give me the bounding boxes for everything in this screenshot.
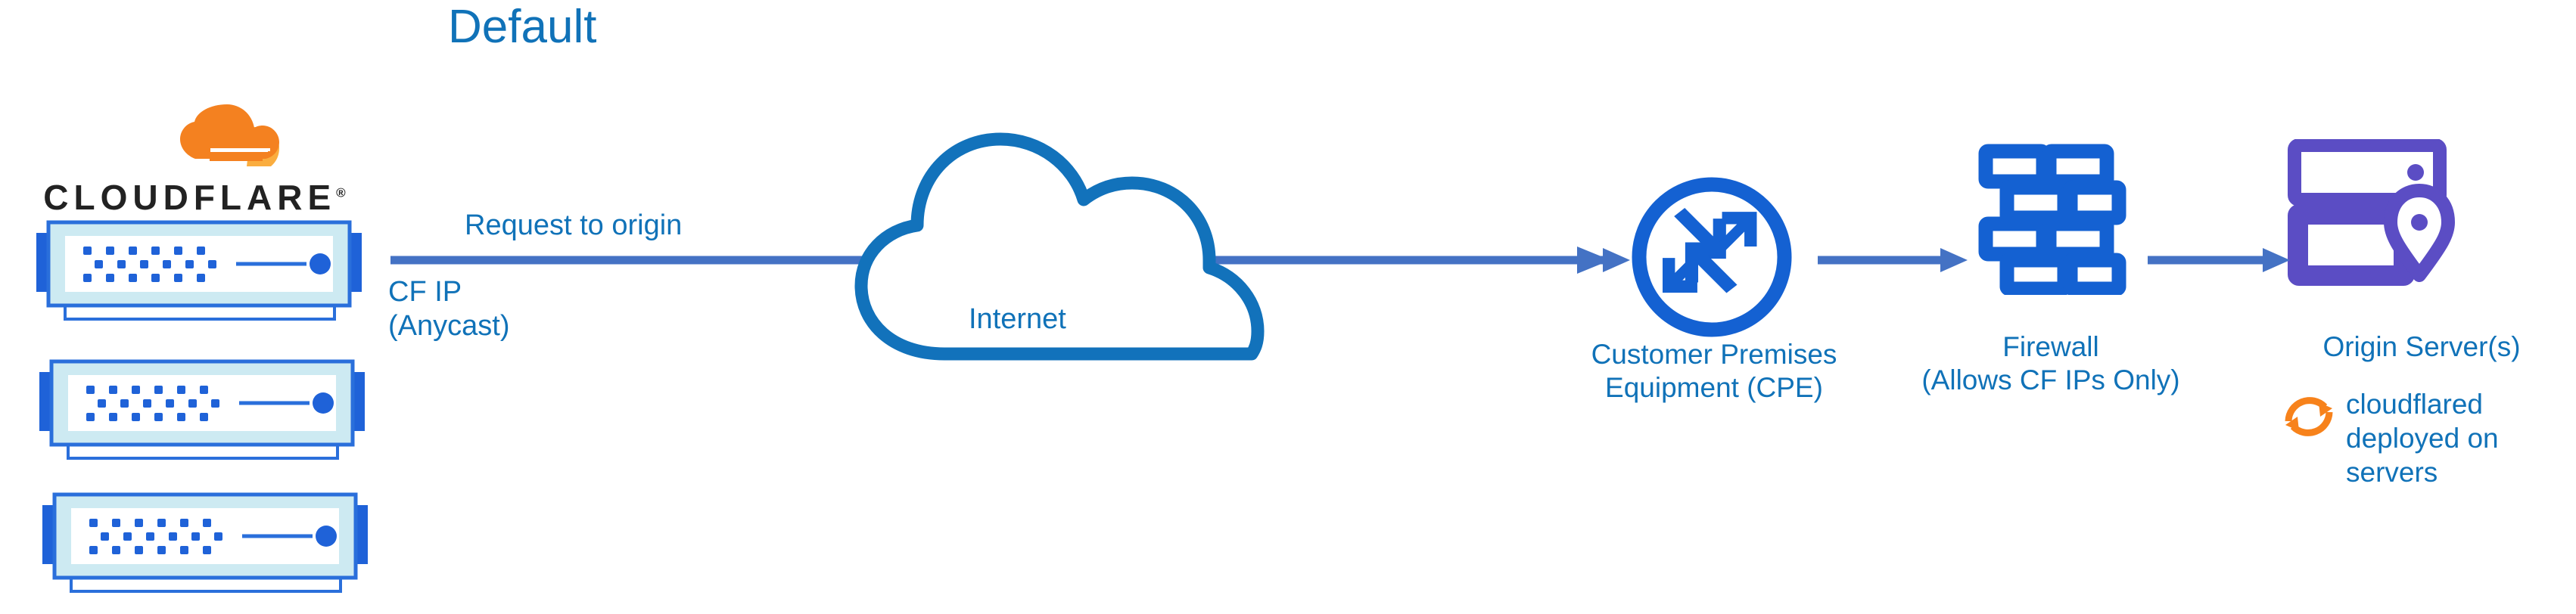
cloudflare-edge-server-2 (33, 352, 371, 470)
firewall-label-line-2: (Allows CF IPs Only) (1921, 364, 2180, 395)
brick-wall-icon (1978, 144, 2126, 295)
cf-ip-anycast-label: CF IP(Anycast) (388, 275, 509, 343)
connector-arrow-internet-to-cpe (1556, 248, 1630, 272)
firewall-label-line-1: Firewall (2002, 331, 2099, 362)
cf-ip-line-2: (Anycast) (388, 309, 510, 342)
cloudflare-wordmark: CLOUDFLARE® (32, 177, 357, 218)
cloudflared-annotation-label: cloudflared deployed on servers (2346, 389, 2499, 488)
cloudflare-edge-server-1 (30, 213, 368, 331)
origin-server-label: Origin Server(s) (2322, 331, 2521, 362)
internet-label: Internet (969, 303, 1066, 335)
router-icon (1632, 177, 1792, 337)
server-location-pin-icon (2288, 139, 2455, 286)
cloudflare-cloud-logo-icon (180, 104, 279, 166)
cloudflare-brand: CLOUDFLARE® (32, 98, 372, 219)
cpe-label-line-1: Customer Premises (1591, 339, 1837, 370)
page-title: Default (448, 1, 597, 53)
cloudflare-edge-server-3 (36, 485, 374, 603)
cf-ip-line-1: CF IP (388, 276, 462, 308)
cloud-icon (854, 132, 1265, 361)
connector-arrow-firewall-to-origin (2148, 248, 2290, 272)
firewall-label: Firewall(Allows CF IPs Only) (1892, 330, 2210, 396)
rack-server-icon (42, 492, 368, 593)
registered-trademark-mark: ® (336, 185, 346, 200)
connector-arrow-cpe-to-firewall (1818, 248, 1968, 272)
sync-refresh-icon (2285, 397, 2333, 436)
rack-server-icon (39, 359, 365, 460)
cpe-label-line-2: Equipment (CPE) (1605, 371, 1823, 403)
rack-server-icon (36, 220, 362, 321)
cloudflare-wordmark-text: CLOUDFLARE (43, 178, 337, 217)
request-to-origin-label: Request to origin (465, 209, 683, 241)
